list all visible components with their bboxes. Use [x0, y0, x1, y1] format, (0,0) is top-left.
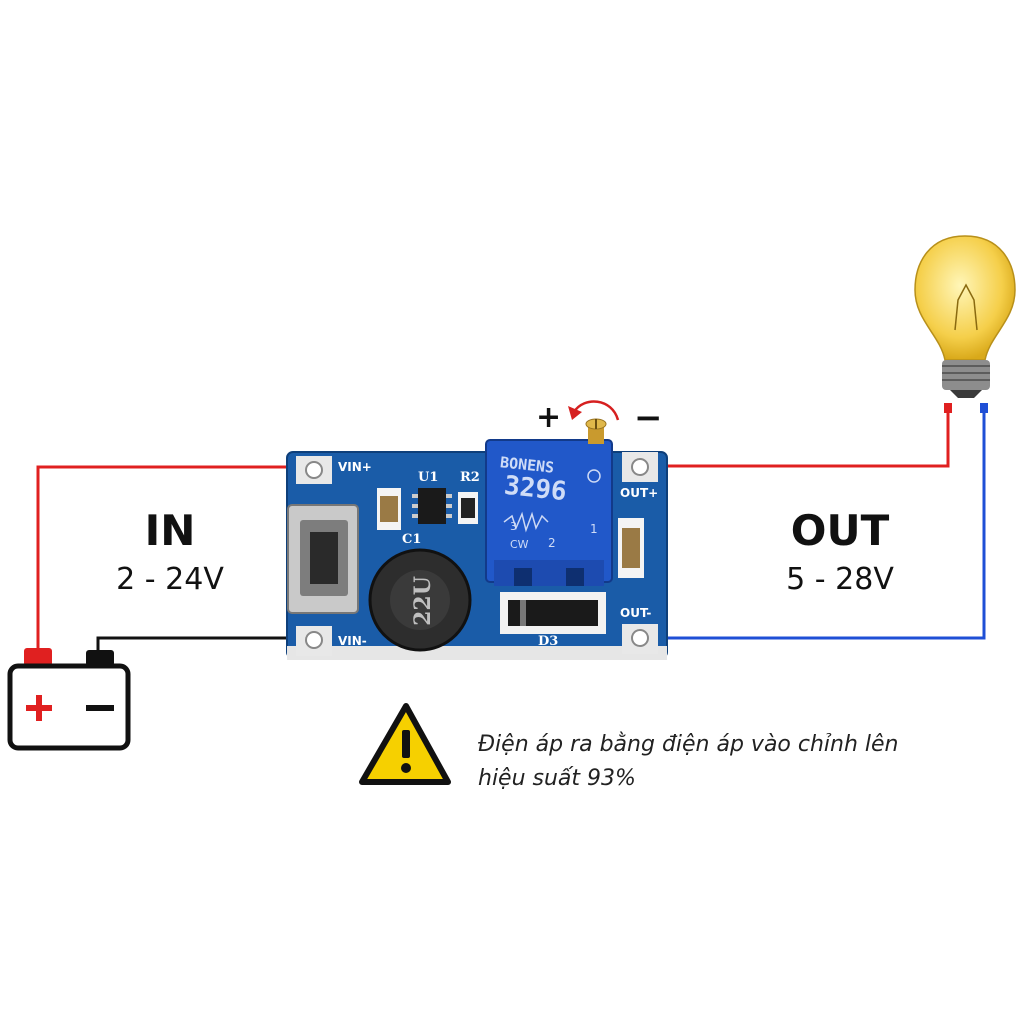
warning-icon: [359, 703, 451, 785]
potentiometer-3296: [485, 439, 613, 586]
pin-label-out-minus: OUT-: [620, 606, 652, 620]
chip-u1: [412, 488, 452, 524]
capacitor-right: [618, 518, 644, 578]
label-d3: D3: [538, 634, 559, 649]
pin-label-vin-plus: VIN+: [338, 460, 372, 474]
wire-out-positive: [640, 405, 950, 468]
inductor-22u: [368, 548, 472, 652]
adjust-minus-label: −: [634, 398, 663, 438]
pad-out-plus: [622, 452, 658, 482]
pcb-board: [286, 418, 668, 660]
warning-line-2: hiệu suất 93%: [478, 766, 636, 791]
pad-out-minus: [622, 624, 658, 654]
capacitor-left: [377, 488, 401, 530]
resistor-r2: [458, 492, 478, 524]
pot-marking-3: 3: [510, 520, 517, 533]
label-r2: R2: [460, 470, 480, 485]
pad-vin-minus: [296, 626, 332, 656]
wire-in-negative: [96, 636, 314, 652]
pot-marking-cw: CW: [510, 538, 529, 551]
adjust-plus-label: +: [536, 400, 562, 435]
battery-icon: [7, 648, 131, 751]
pot-model: 3296: [502, 470, 569, 508]
input-range: 2 - 24V: [116, 562, 224, 597]
diode-d3: [500, 592, 606, 634]
label-c1: C1: [402, 532, 422, 547]
pad-vin-plus: [296, 456, 332, 484]
rotate-arrow-icon: [568, 400, 620, 421]
output-range: 5 - 28V: [786, 562, 894, 597]
input-title: IN: [144, 506, 196, 555]
light-bulb-icon: [914, 235, 1016, 413]
pin-label-vin-minus: VIN-: [338, 634, 367, 648]
wire-in-positive: [36, 465, 314, 650]
warning-text: Điện áp ra bằng điện áp vào chỉnh lên hi…: [478, 728, 958, 796]
pot-marking-1: 1: [590, 522, 598, 536]
label-u1: U1: [418, 470, 439, 485]
micro-usb-connector: [287, 504, 359, 614]
adjust-screw-icon: [585, 418, 607, 444]
output-title: OUT: [790, 506, 890, 555]
pin-label-out-plus: OUT+: [620, 486, 659, 500]
pot-marking-2: 2: [548, 536, 556, 550]
warning-line-1: Điện áp ra bằng điện áp vào chỉnh lên: [478, 732, 899, 757]
wire-out-negative: [640, 405, 986, 640]
label-inductor: 22U: [409, 576, 436, 626]
